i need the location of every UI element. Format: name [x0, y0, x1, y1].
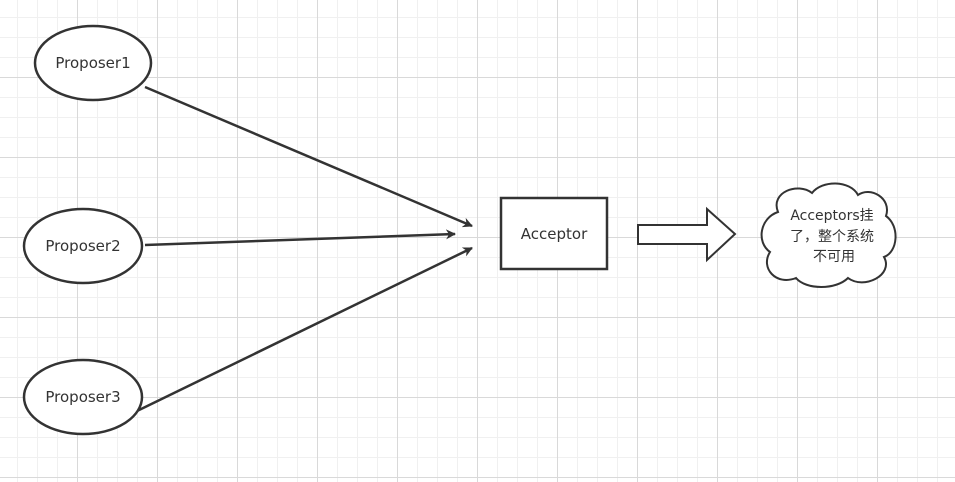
proposer1-node[interactable]: Proposer1: [33, 24, 153, 102]
acceptor-node[interactable]: Acceptor: [499, 196, 609, 271]
cloud-shape: [760, 182, 897, 288]
acceptor-label: Acceptor: [521, 225, 588, 243]
proposer3-label: Proposer3: [45, 388, 120, 406]
proposer2-label: Proposer2: [45, 237, 120, 255]
proposer3-node[interactable]: Proposer3: [22, 358, 144, 436]
proposer1-label: Proposer1: [55, 54, 130, 72]
proposer2-node[interactable]: Proposer2: [22, 207, 144, 285]
edge-proposer3-to-acceptor: [136, 246, 473, 413]
block-arrow: [637, 206, 737, 263]
note-line-3: 不可用: [813, 249, 855, 265]
edge-proposer2-to-acceptor: [144, 229, 456, 247]
failure-note-cloud[interactable]: Acceptors挂 了，整个系统 不可用: [760, 182, 897, 288]
note-line-1: Acceptors挂: [790, 208, 873, 224]
note-line-2: 了，整个系统: [790, 229, 874, 245]
edge-proposer1-to-acceptor: [144, 85, 473, 228]
